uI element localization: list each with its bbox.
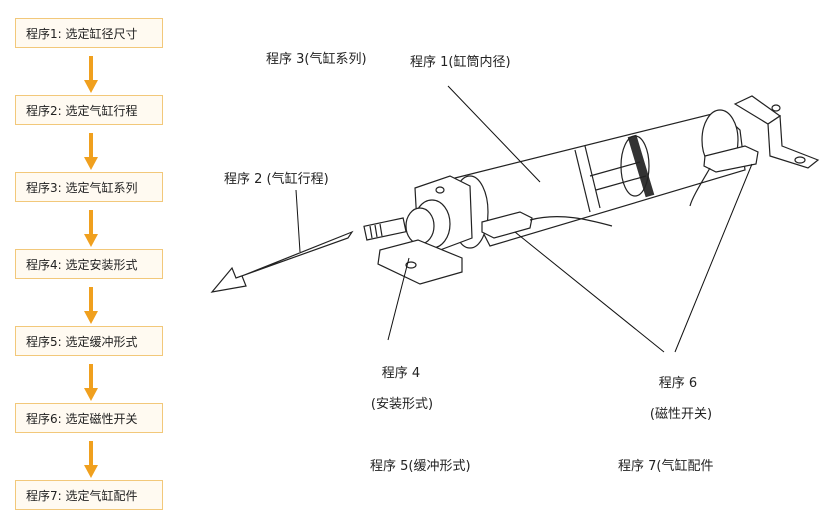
arrow-down-icon (84, 56, 98, 93)
arrow-down-icon (84, 287, 98, 324)
leader-lines (295, 85, 753, 353)
label-mount-title: 程序 4 (381, 366, 421, 381)
stroke-arrow (210, 230, 354, 293)
front-head (377, 175, 473, 285)
step-2-label: 程序2: 选定气缸行程 (26, 103, 138, 118)
label-bore-size: 程序 1(缸筒内径) (410, 55, 511, 70)
label-mount-sub: (安装形式) (370, 397, 434, 412)
arrow-down-icon (84, 441, 98, 478)
label-cushion: 程序 5(缓冲形式) (370, 459, 471, 474)
rear-mount-bracket (733, 95, 820, 169)
magnetic-switch-rear (689, 145, 759, 207)
step-5-label: 程序5: 选定缓冲形式 (26, 334, 138, 349)
step-1-box: 程序1: 选定缸径尺寸 (15, 18, 163, 48)
label-accessory: 程序 7(气缸配件 (618, 459, 714, 474)
arrow-down-icon (84, 210, 98, 247)
magnetic-switch-front (481, 211, 613, 239)
arrow-down-icon (84, 133, 98, 170)
step-6-box: 程序6: 选定磁性开关 (15, 403, 163, 433)
cylinder-drawing (210, 85, 820, 353)
step-7-label: 程序7: 选定气缸配件 (26, 488, 138, 503)
step-3-box: 程序3: 选定气缸系列 (15, 172, 163, 202)
step-4-box: 程序4: 选定安装形式 (15, 249, 163, 279)
step-5-box: 程序5: 选定缓冲形式 (15, 326, 163, 356)
label-stroke: 程序 2 (气缸行程) (224, 172, 329, 187)
arrow-down-icon (84, 364, 98, 401)
step-3-label: 程序3: 选定气缸系列 (26, 180, 138, 195)
step-6-label: 程序6: 选定磁性开关 (26, 411, 138, 426)
step-2-box: 程序2: 选定气缸行程 (15, 95, 163, 125)
cylinder-diagram: 程序 3(气缸系列) 程序 1(缸筒内径) 程序 2 (气缸行程) 程序 4 (… (190, 0, 825, 523)
step-7-box: 程序7: 选定气缸配件 (15, 480, 163, 510)
step-4-label: 程序4: 选定安装形式 (26, 257, 138, 272)
label-switch-title: 程序 6 (658, 376, 698, 391)
label-cylinder-series: 程序 3(气缸系列) (266, 52, 367, 67)
step-1-label: 程序1: 选定缸径尺寸 (26, 26, 138, 41)
selection-steps: 程序1: 选定缸径尺寸 程序2: 选定气缸行程 程序3: 选定气缸系列 程序4:… (0, 0, 200, 523)
piston-rod (363, 217, 407, 241)
label-switch-sub: (磁性开关) (649, 407, 713, 422)
